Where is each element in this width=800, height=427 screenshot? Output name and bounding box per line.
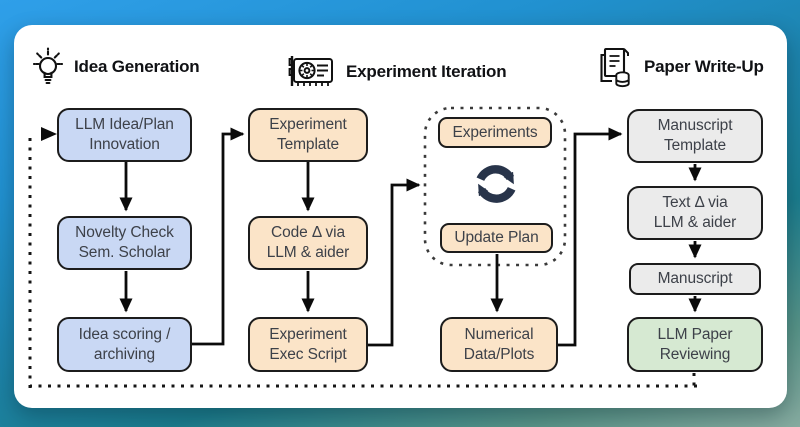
node-manuscript: Manuscript xyxy=(629,263,761,295)
feedback-loop-arrowhead xyxy=(41,127,57,141)
section-title: Idea Generation xyxy=(74,57,200,76)
section-title: Experiment Iteration xyxy=(346,62,507,81)
node-experiment-template: Experiment Template xyxy=(248,108,368,162)
section-title: Paper Write-Up xyxy=(644,57,764,76)
node-idea-scoring-archiving: Idea scoring / archiving xyxy=(57,317,192,372)
node-novelty-check-sem-scholar: Novelty Check Sem. Scholar xyxy=(57,216,192,270)
section-header-experiment-iteration: Experiment Iteration xyxy=(287,52,507,92)
section-header-paper-writeup: Paper Write-Up xyxy=(598,46,764,88)
section-header-idea-generation: Idea Generation xyxy=(33,45,200,89)
experiment-loop-dashed-box xyxy=(423,106,567,267)
node-experiments: Experiments xyxy=(438,117,552,148)
node-text-delta-llm-aider: Text Δ via LLM & aider xyxy=(627,186,763,240)
node-llm-idea-plan-innovation: LLM Idea/Plan Innovation xyxy=(57,108,192,162)
node-update-plan: Update Plan xyxy=(440,223,553,253)
node-llm-paper-reviewing: LLM Paper Reviewing xyxy=(627,317,763,372)
lightbulb-icon xyxy=(33,46,63,89)
connector-exec-to-loop xyxy=(368,178,421,347)
node-code-delta-llm-aider: Code Δ via LLM & aider xyxy=(248,216,368,270)
gpu-card-icon xyxy=(287,53,335,91)
documents-stack-icon xyxy=(598,46,633,88)
node-manuscript-template: Manuscript Template xyxy=(627,109,763,163)
connector-data-to-manuscripttpl xyxy=(558,127,623,347)
node-numerical-data-plots: Numerical Data/Plots xyxy=(440,317,558,372)
node-experiment-exec-script: Experiment Exec Script xyxy=(248,317,368,372)
cycle-arrows-icon xyxy=(466,154,526,214)
connector-scoring-to-template xyxy=(192,127,245,346)
